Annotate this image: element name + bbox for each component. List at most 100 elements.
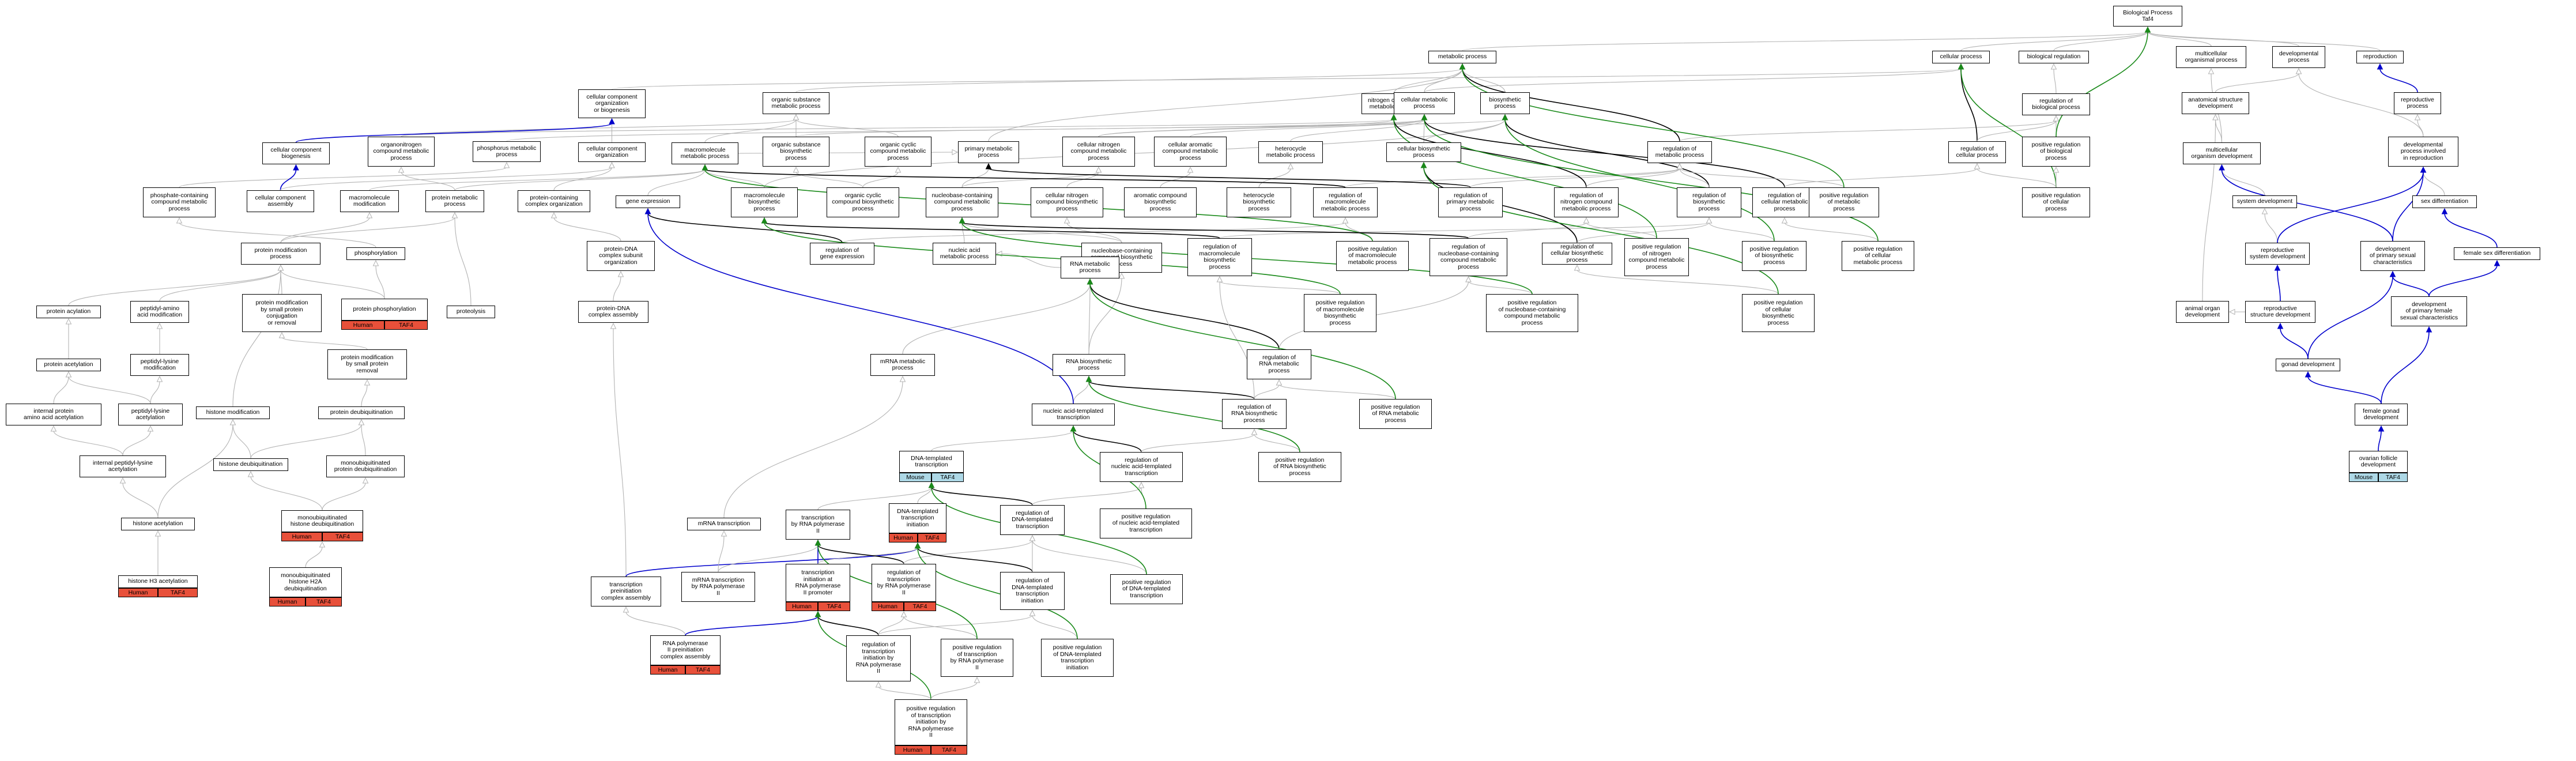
go-term-pos-reg-nucleobase[interactable]: positive regulation of nucleobase-contai… bbox=[1486, 294, 1578, 332]
go-term-reg-biosyn[interactable]: regulation of biosynthetic process bbox=[1677, 187, 1741, 217]
go-term-reg-transcription-pol2[interactable]: regulation of transcription by RNA polym… bbox=[872, 564, 936, 602]
go-term-organonitrogen[interactable]: organonitrogen compound metabolic proces… bbox=[368, 137, 435, 167]
go-term-protein-dna-assembly[interactable]: protein-DNA complex assembly bbox=[578, 301, 648, 323]
go-term-protein-phos[interactable]: protein phosphorylation bbox=[341, 299, 428, 321]
go-term-reg-nat-transcription[interactable]: regulation of nucleic acid-templated tra… bbox=[1100, 452, 1183, 482]
go-term-rna-biosyn[interactable]: RNA biosynthetic process bbox=[1053, 354, 1125, 376]
go-term-bio-reg[interactable]: biological regulation bbox=[2019, 51, 2089, 63]
go-term-cellular-process[interactable]: cellular process bbox=[1932, 51, 1990, 63]
go-term-organic-sub-bio[interactable]: organic substance biosynthetic process bbox=[763, 137, 829, 167]
go-term-dna-templated[interactable]: DNA-templated transcription bbox=[899, 451, 964, 473]
go-term-organic-sub[interactable]: organic substance metabolic process bbox=[763, 92, 829, 114]
go-term-pos-reg-dna-init[interactable]: positive regulation of DNA-templated tra… bbox=[1041, 639, 1114, 677]
go-term-reg-cellular[interactable]: regulation of cellular process bbox=[1948, 141, 2006, 163]
go-term-reg-gene-expr[interactable]: regulation of gene expression bbox=[810, 243, 874, 265]
go-term-mrna-metab[interactable]: mRNA metabolic process bbox=[870, 354, 935, 376]
go-term-pos-reg-cell[interactable]: positive regulation of cellular process bbox=[2022, 187, 2090, 217]
go-term-macromol[interactable]: macromolecule metabolic process bbox=[672, 142, 738, 164]
go-term-reg-nucleobase-metab[interactable]: regulation of nucleobase-containing comp… bbox=[1430, 238, 1507, 276]
go-term-reg-rna-metab[interactable]: regulation of RNA metabolic process bbox=[1247, 349, 1311, 379]
go-term-pos-reg-dna-templated[interactable]: positive regulation of DNA-templated tra… bbox=[1110, 574, 1183, 604]
go-term-female-gonad[interactable]: female gonad development bbox=[2355, 404, 2408, 425]
go-term-gonad-dev[interactable]: gonad development bbox=[2276, 359, 2340, 371]
go-term-cc-org[interactable]: cellular component organization or bioge… bbox=[578, 89, 646, 118]
go-term-reg-cell-biosyn[interactable]: regulation of cellular biosynthetic proc… bbox=[1542, 243, 1612, 265]
go-term-reg-rna-biosyn[interactable]: regulation of RNA biosynthetic process bbox=[1222, 399, 1287, 429]
go-term-organic-cyclic[interactable]: organic cyclic compound metabolic proces… bbox=[865, 137, 931, 167]
go-term-preinit-assembly[interactable]: transcription preinitiation complex asse… bbox=[591, 577, 661, 606]
go-term-system-dev[interactable]: system development bbox=[2232, 195, 2297, 208]
go-term-developmental[interactable]: developmental process bbox=[2272, 46, 2325, 68]
go-term-pos-reg-rna-metab[interactable]: positive regulation of RNA metabolic pro… bbox=[1359, 399, 1432, 429]
go-term-peptidyl-aa-mod[interactable]: peptidyl-amino acid modification bbox=[130, 301, 189, 323]
go-term-protein-acetylation[interactable]: protein acetylation bbox=[36, 359, 101, 371]
go-term-histone-h3[interactable]: histone H3 acetylation bbox=[118, 575, 198, 588]
go-term-bp[interactable]: Biological Process Taf4 bbox=[2113, 6, 2182, 27]
go-term-protein-mod-small-rem[interactable]: protein modification by small protein re… bbox=[327, 349, 407, 379]
go-term-repro-process[interactable]: reproductive process bbox=[2394, 92, 2441, 114]
go-term-repro-struct[interactable]: reproductive structure development bbox=[2245, 301, 2315, 323]
go-term-anat-struct[interactable]: anatomical structure development bbox=[2182, 92, 2249, 114]
go-term-reg-dna-init[interactable]: regulation of DNA-templated transcriptio… bbox=[1000, 572, 1065, 610]
go-term-repro-sys-dev[interactable]: reproductive system development bbox=[2245, 243, 2310, 265]
go-term-mrna-transcription[interactable]: mRNA transcription bbox=[687, 518, 761, 530]
go-term-pos-reg-cell-bio[interactable]: positive regulation of cellular biosynth… bbox=[1742, 294, 1815, 332]
go-term-pos-reg-macromol-metab[interactable]: positive regulation of macromolecule met… bbox=[1336, 241, 1409, 271]
go-term-monoubiq-deubiq[interactable]: monoubiquitinated protein deubiquitinati… bbox=[326, 455, 405, 477]
go-term-macromol-mod[interactable]: macromolecule modification bbox=[340, 190, 399, 212]
go-term-protein-mod-small[interactable]: protein modification by small protein co… bbox=[242, 294, 322, 332]
go-term-transcription-init-pol2[interactable]: transcription initiation at RNA polymera… bbox=[786, 564, 850, 602]
go-term-protein-mod[interactable]: protein modification process bbox=[241, 243, 320, 265]
go-term-metabolic[interactable]: metabolic process bbox=[1428, 51, 1496, 63]
go-term-protein-dna-org[interactable]: protein-DNA complex subunit organization bbox=[587, 241, 655, 271]
go-term-peptidyl-lys-mod[interactable]: peptidyl-lysine modification bbox=[130, 354, 189, 376]
go-term-reg-dna-templated[interactable]: regulation of DNA-templated transcriptio… bbox=[1000, 505, 1065, 535]
go-term-cell-nitro-bio[interactable]: cellular nitrogen compound biosynthetic … bbox=[1031, 187, 1103, 217]
go-term-protein-deubiq[interactable]: protein deubiquitination bbox=[318, 406, 405, 419]
go-term-reproduction[interactable]: reproduction bbox=[2356, 51, 2404, 63]
go-term-cc-biogenesis[interactable]: cellular component biogenesis bbox=[262, 142, 330, 164]
go-term-transcription-pol2[interactable]: transcription by RNA polymerase II bbox=[786, 510, 850, 540]
go-term-cellular-metab[interactable]: cellular metabolic process bbox=[1394, 92, 1455, 114]
go-term-macromol-biosyn[interactable]: macromolecule biosynthetic process bbox=[731, 187, 798, 217]
go-term-pos-reg-nat[interactable]: positive regulation of nucleic acid-temp… bbox=[1100, 508, 1192, 538]
go-term-pol2-preinit[interactable]: RNA polymerase II preinitiation complex … bbox=[650, 635, 721, 665]
go-term-cell-biosyn[interactable]: cellular biosynthetic process bbox=[1386, 142, 1461, 162]
go-term-proteolysis[interactable]: proteolysis bbox=[447, 306, 495, 318]
go-term-pos-reg-rna-bio[interactable]: positive regulation of RNA biosynthetic … bbox=[1258, 452, 1341, 482]
go-term-reg-metab[interactable]: regulation of metabolic process bbox=[1647, 141, 1712, 163]
go-term-gene-expr[interactable]: gene expression bbox=[616, 195, 680, 208]
go-term-nat-transcription[interactable]: nucleic acid-templated transcription bbox=[1032, 404, 1115, 425]
go-term-nucleobase-metab[interactable]: nucleobase-containing compound metabolic… bbox=[926, 187, 998, 217]
go-term-phosphorylation[interactable]: phosphorylation bbox=[346, 247, 405, 260]
go-term-reg-bio[interactable]: regulation of biological process bbox=[2022, 93, 2090, 115]
go-term-reg-primary[interactable]: regulation of primary metabolic process bbox=[1438, 187, 1503, 217]
go-term-reg-nitro[interactable]: regulation of nitrogen compound metaboli… bbox=[1554, 187, 1619, 217]
go-term-multicell[interactable]: multicellular organismal process bbox=[2176, 46, 2246, 68]
go-term-mrna-transcription-pol2[interactable]: mRNA transcription by RNA polymerase II bbox=[681, 572, 755, 602]
go-term-heterocycle-bio[interactable]: heterocycle biosynthetic process bbox=[1227, 187, 1291, 217]
go-term-reg-cell-metab[interactable]: regulation of cellular metabolic process bbox=[1752, 187, 1817, 217]
go-term-phosphorus[interactable]: phosphorus metabolic process bbox=[473, 141, 541, 162]
go-term-nucleic-acid-metab[interactable]: nucleic acid metabolic process bbox=[933, 243, 996, 265]
go-term-reg-macromol-bio[interactable]: regulation of macromolecule biosynthetic… bbox=[1187, 238, 1252, 276]
go-term-sex-diff[interactable]: sex differentiation bbox=[2412, 195, 2477, 208]
go-term-monoubiq-histone[interactable]: monoubiquitinated histone deubiquitinati… bbox=[281, 510, 363, 532]
go-term-pos-reg-pol2[interactable]: positive regulation of transcription by … bbox=[941, 639, 1013, 677]
go-term-multi-repro[interactable]: multicellular organism development bbox=[2183, 142, 2261, 164]
go-term-pos-reg-metab[interactable]: positive regulation of metabolic process bbox=[1809, 187, 1879, 217]
go-term-pos-reg-nitro[interactable]: positive regulation of nitrogen compound… bbox=[1624, 238, 1689, 276]
go-term-histone-deubiq[interactable]: histone deubiquitination bbox=[213, 458, 288, 471]
go-term-pos-reg-bio[interactable]: positive regulation of biological proces… bbox=[2022, 137, 2090, 167]
go-term-dna-templated-init[interactable]: DNA-templated transcription initiation bbox=[889, 503, 946, 533]
go-term-protein-complex-org[interactable]: protein-containing complex organization bbox=[518, 190, 590, 212]
go-term-pos-reg-cell-metab[interactable]: positive regulation of cellular metaboli… bbox=[1842, 241, 1914, 271]
go-term-internal-acetyl[interactable]: internal protein amino acid acetylation bbox=[6, 404, 101, 425]
go-term-cc-assembly[interactable]: cellular component assembly bbox=[247, 190, 314, 212]
go-term-reg-init-pol2[interactable]: regulation of transcription initiation b… bbox=[846, 635, 911, 681]
go-term-monoubiq-h2a[interactable]: monoubiquitinated histone H2A deubiquiti… bbox=[269, 567, 342, 597]
go-term-cc-organization[interactable]: cellular component organization bbox=[578, 142, 646, 162]
go-term-cell-nitrogen[interactable]: cellular nitrogen compound metabolic pro… bbox=[1062, 137, 1135, 167]
go-term-pos-reg-macromol-bio[interactable]: positive regulation of macromolecule bio… bbox=[1304, 294, 1376, 332]
go-term-biosynthetic[interactable]: biosynthetic process bbox=[1480, 92, 1530, 114]
